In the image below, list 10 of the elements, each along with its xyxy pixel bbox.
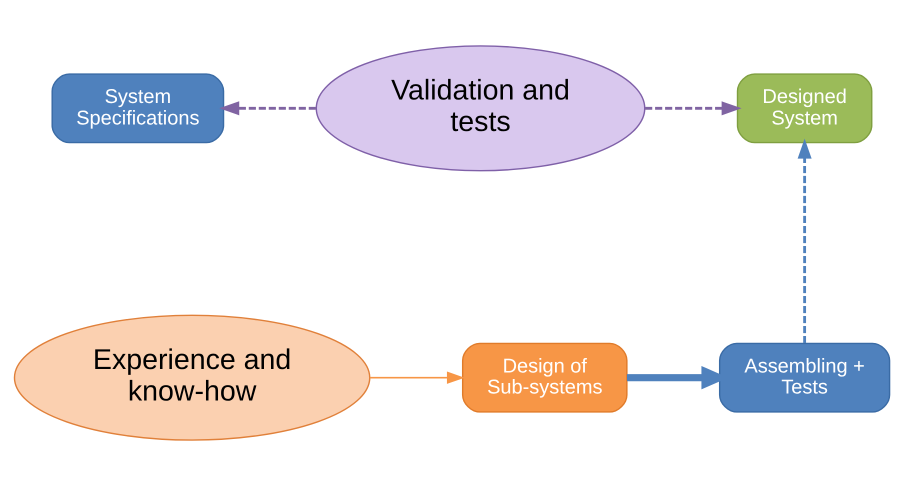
arrow [645,101,742,116]
node-box: System Specifications [51,73,224,144]
arrow [798,138,812,344]
node-box: Design of Sub-systems [462,342,628,413]
node-box: Designed System [736,73,872,144]
node-ellipse: Experience and know-how [14,314,370,441]
node-ellipse: Validation and tests [316,45,646,172]
arrow [219,101,316,116]
arrow [370,372,465,384]
node-box: Assembling + Tests [718,342,890,413]
